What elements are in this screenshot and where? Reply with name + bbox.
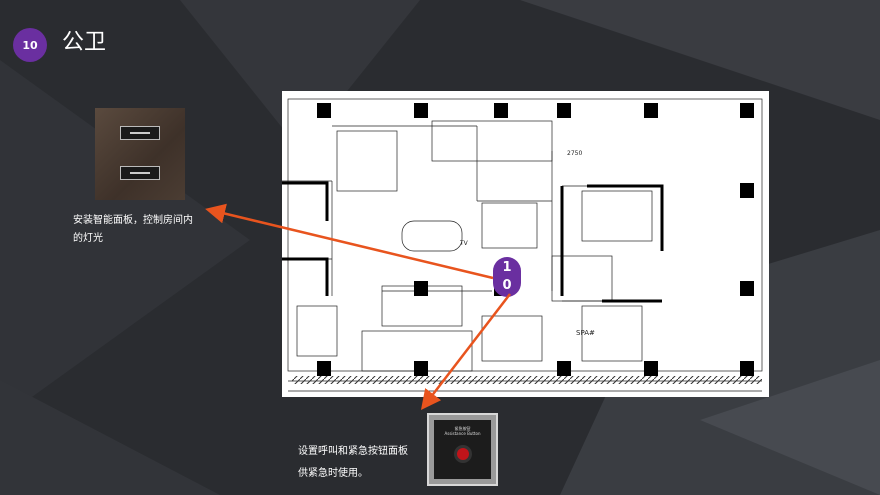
emergency-button-label-cn: 紧急按钮 (454, 426, 471, 431)
smart-panel-photo (95, 108, 185, 200)
emergency-button-label-en: Assistance Button (444, 431, 481, 436)
panel-switch-top (120, 126, 160, 140)
plan-label-tv: TV (459, 240, 469, 247)
plan-marker-10: 1 0 (493, 257, 521, 297)
smart-panel-caption: 安装智能面板，控制房间内 的灯光 (73, 212, 193, 248)
smart-panel-caption-line1: 安装智能面板，控制房间内 (73, 215, 193, 226)
emergency-button-plate: 紧急按钮 Assistance Button (434, 420, 491, 479)
panel-switch-bottom (120, 166, 160, 180)
page-title: 公卫 (62, 30, 107, 55)
floor-plan: SPA# 2750 TV (282, 91, 769, 397)
emergency-panel-caption: 设置呼叫和紧急按钮面板 供紧急时使用。 (298, 441, 408, 485)
emergency-button-label: 紧急按钮 Assistance Button (434, 426, 491, 436)
smart-panel-caption-line2: 的灯光 (73, 233, 103, 244)
plan-label-spa: SPA# (576, 329, 595, 337)
slide-number-badge: 10 (13, 28, 47, 62)
plan-marker-line2: 0 (502, 278, 512, 293)
emergency-red-button (457, 448, 469, 460)
arrow-to-smart-panel (205, 203, 494, 280)
emergency-button-photo: 紧急按钮 Assistance Button (427, 413, 498, 486)
plan-marker-line1: 1 (502, 260, 512, 275)
emergency-caption-line1: 设置呼叫和紧急按钮面板 (298, 446, 408, 457)
arrow-to-emergency-panel (420, 293, 511, 410)
plan-label-dimension: 2750 (567, 150, 582, 157)
emergency-caption-line2: 供紧急时使用。 (298, 468, 368, 479)
